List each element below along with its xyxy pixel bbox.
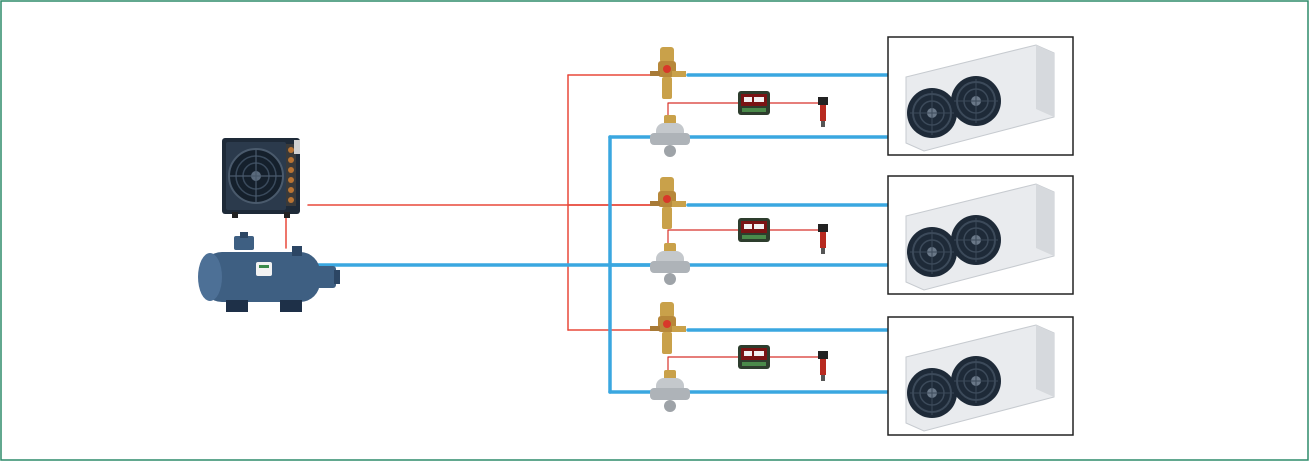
expansion-valve-icon — [650, 177, 686, 229]
pressure-regulator-valve-icon — [650, 115, 690, 157]
pressure-transmitter-icon — [818, 351, 828, 381]
condenser-icon — [222, 138, 300, 218]
piping — [285, 73, 890, 394]
pressure-transmitter-icon — [818, 97, 828, 127]
controller-icon — [738, 91, 770, 115]
expansion-valve-icon — [650, 302, 686, 354]
controller-icon — [738, 218, 770, 242]
branch-groups — [650, 47, 828, 412]
pressure-transmitter-icon — [818, 224, 828, 254]
controller-icon — [738, 345, 770, 369]
controller-signal-line — [667, 229, 741, 246]
compressor-icon — [198, 232, 340, 312]
evaporator-icon — [887, 36, 1074, 156]
controller-signal-line — [667, 102, 741, 119]
expansion-valve-icon — [650, 47, 686, 99]
controller-signal-line — [667, 356, 741, 373]
evaporator-icon — [887, 316, 1074, 436]
evaporator-icon — [887, 175, 1074, 295]
pressure-regulator-valve-icon — [650, 243, 690, 285]
pressure-regulator-valve-icon — [650, 370, 690, 412]
evaporator-group — [887, 36, 1074, 436]
